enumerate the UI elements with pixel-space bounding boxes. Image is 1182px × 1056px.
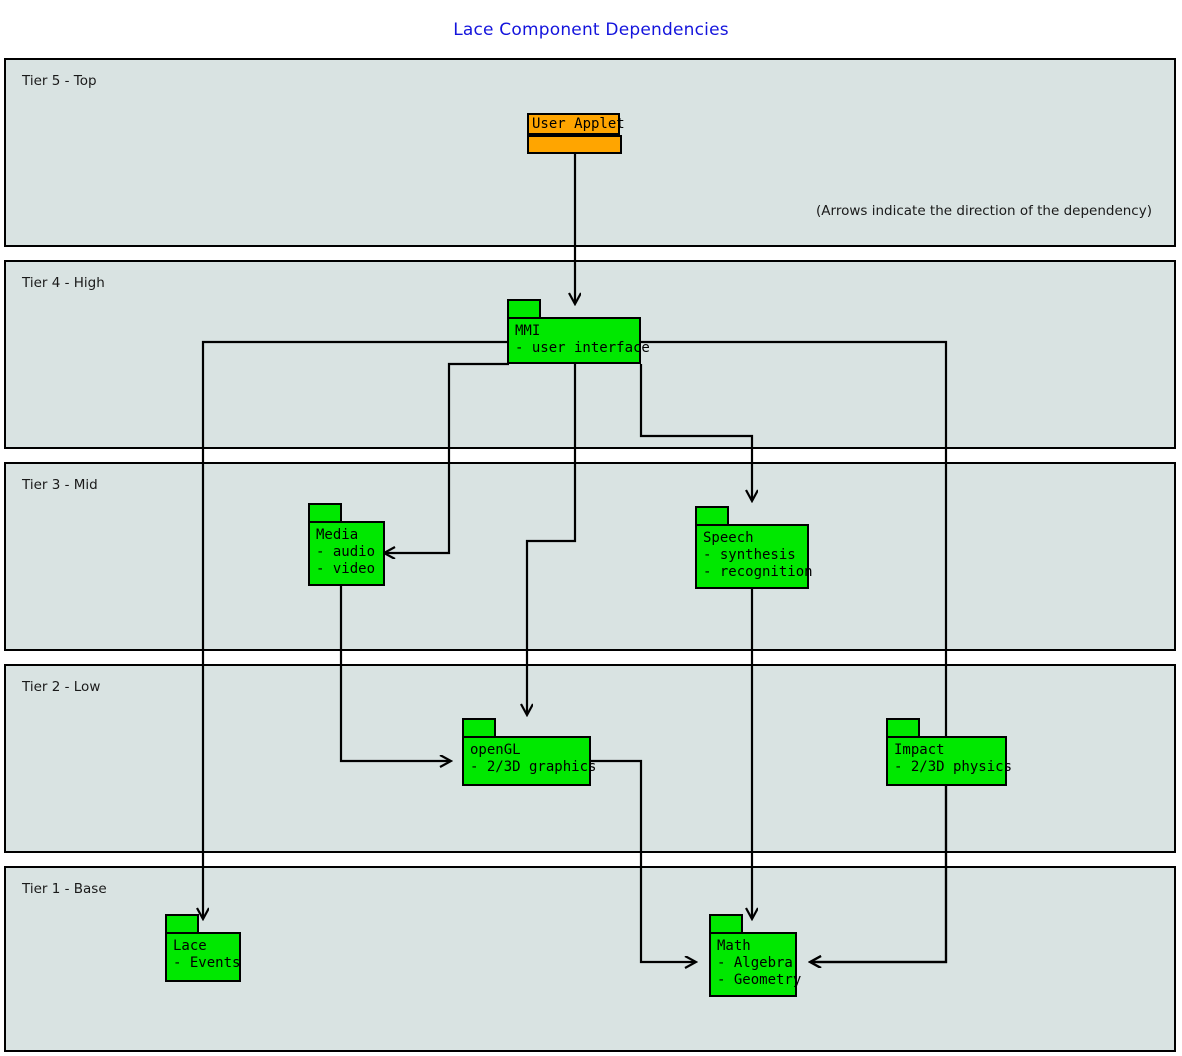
node-speech-tab [695,506,729,526]
node-mmi-body: MMI - user interface [507,317,650,364]
node-math[interactable]: Math - Algebra - Geometry [709,914,802,997]
node-user-applet-name: User Applet [532,116,625,132]
node-math-item-1: - Geometry [717,972,802,988]
node-impact[interactable]: Impact - 2/3D physics [886,718,1013,786]
node-media-item-0: - audio [316,544,376,560]
node-opengl-body: openGL - 2/3D graphics [462,736,597,786]
node-impact-name: Impact [894,742,945,758]
node-lace-item-0: - Events [173,955,241,971]
arrow-direction-note: (Arrows indicate the direction of the de… [816,203,1152,219]
node-math-name: Math [717,938,751,954]
tier-label-5: Tier 5 - Top [22,73,97,89]
node-speech-item-0: - synthesis [703,547,796,563]
node-opengl-tab [462,718,496,738]
node-math-body: Math - Algebra - Geometry [709,932,802,997]
node-user-applet-titlebox: User Applet [527,113,625,135]
node-user-applet[interactable]: User Applet [527,113,625,154]
page-title: Lace Component Dependencies [453,20,729,40]
node-media-tab [308,503,342,523]
node-impact-body: Impact - 2/3D physics [886,736,1013,786]
tier-label-4: Tier 4 - High [22,275,105,291]
node-mmi[interactable]: MMI - user interface [507,299,650,364]
tier-container-3: Tier 3 - Mid [4,462,1176,651]
node-media-body: Media - audio - video [308,521,385,586]
tier-label-2: Tier 2 - Low [22,679,101,695]
node-media-item-1: - video [316,561,376,577]
node-speech-item-1: - recognition [703,564,813,580]
node-lace-tab [165,914,199,934]
node-mmi-tab [507,299,541,319]
tier-label-3: Tier 3 - Mid [22,477,98,493]
node-speech-name: Speech [703,530,754,546]
node-mmi-item-0: - user interface [515,340,650,356]
node-opengl[interactable]: openGL - 2/3D graphics [462,718,597,786]
node-impact-item-0: - 2/3D physics [894,759,1013,775]
node-media-name: Media [316,527,359,543]
node-speech-body: Speech - synthesis - recognition [695,524,813,589]
node-speech[interactable]: Speech - synthesis - recognition [695,506,813,589]
node-lace-name: Lace [173,938,207,954]
node-lace-body: Lace - Events [165,932,241,982]
node-mmi-name: MMI [515,323,541,339]
node-media[interactable]: Media - audio - video [308,503,385,586]
node-math-tab [709,914,743,934]
node-math-item-0: - Algebra [717,955,793,971]
node-user-applet-body [527,135,622,154]
node-opengl-item-0: - 2/3D graphics [470,759,597,775]
node-opengl-name: openGL [470,742,521,758]
node-impact-tab [886,718,920,738]
tier-label-1: Tier 1 - Base [22,881,107,897]
node-lace[interactable]: Lace - Events [165,914,241,982]
